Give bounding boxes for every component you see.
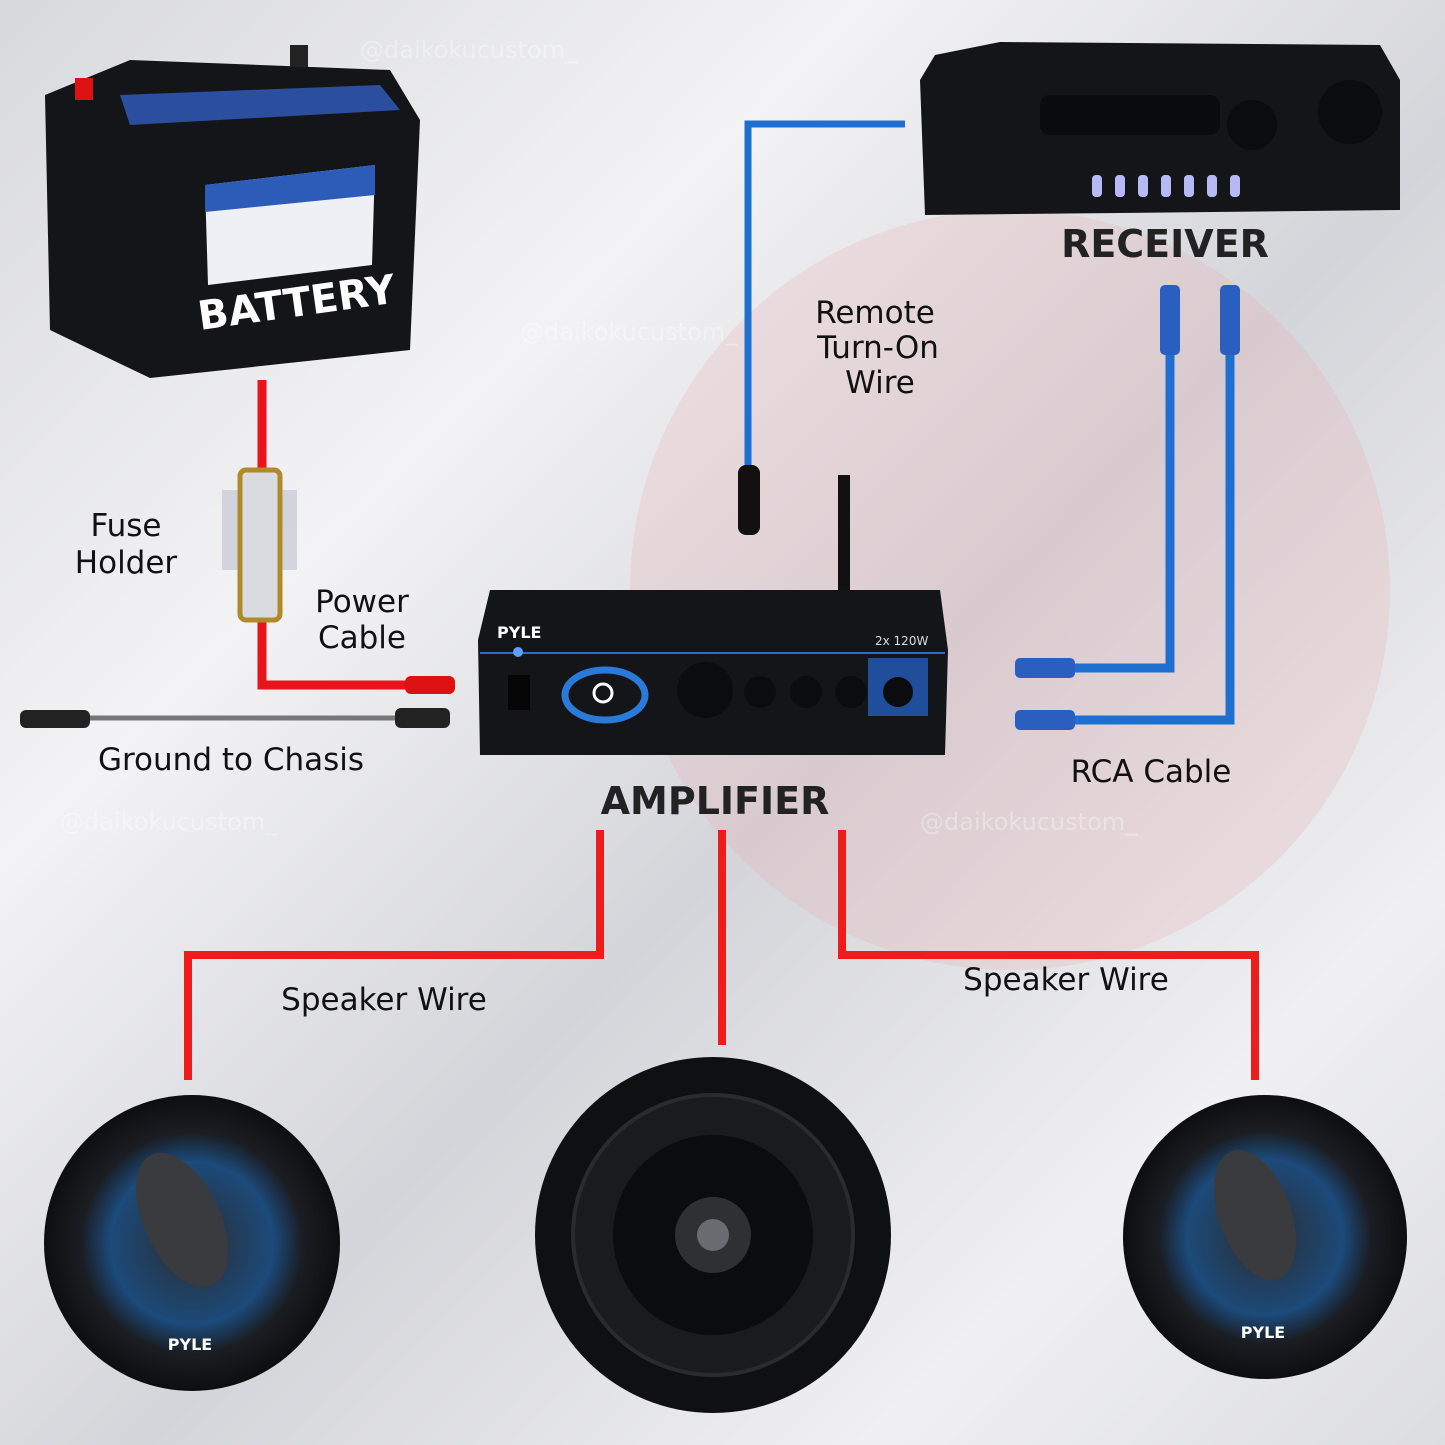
positive-terminal [75,78,93,100]
receiver [920,42,1400,215]
ground-terminal [395,708,450,728]
rca-wire-2 [1040,330,1235,725]
watermark-text: @daikokucustom_ [60,808,278,836]
svg-text:Power: Power [315,584,409,620]
receiver-label: RECEIVER [1061,222,1269,266]
rca-plug [1160,285,1180,355]
ground-label: Ground to Chasis [98,742,364,778]
remote-wire-label: Remote Turn-On Wire [815,295,939,401]
rca-plug [1015,658,1075,678]
watermark-text: @daikokucustom_ [920,808,1138,836]
amplifier-brand: PYLE [497,623,541,642]
rca-wire-1 [1040,330,1175,673]
speaker-left: PYLE [44,1095,340,1391]
svg-text:Wire: Wire [845,365,915,401]
speaker-wire-label-right: Speaker Wire [963,962,1169,998]
speaker-right: PYLE [1123,1095,1407,1379]
speaker-brand: PYLE [168,1335,212,1354]
power-led [513,647,523,657]
watermark-text: @daikokucustom_ [360,36,578,64]
antenna [838,475,850,595]
rca-cable-label: RCA Cable [1071,754,1232,790]
logo-watermark [630,210,1390,970]
speaker-wire-left [184,830,604,1080]
speaker-wire-right [838,830,1259,1080]
remote-connector [738,465,760,535]
speaker-wire-label-left: Speaker Wire [281,982,487,1018]
speaker-center [535,1057,891,1413]
power-cable-label: Power Cable [315,584,409,656]
svg-text:Fuse: Fuse [90,508,161,544]
amplifier: PYLE 2x 120W [478,475,948,755]
watermark-text: @daikokucustom_ [520,318,738,346]
amplifier-label: AMPLIFIER [601,779,830,823]
rca-plug [1015,710,1075,730]
fuse-holder-icon [222,467,297,623]
remote-wire [744,120,905,480]
power-terminal [405,676,455,694]
battery: BATTERY [45,45,420,378]
negative-terminal [290,45,308,67]
amplifier-power-rating: 2x 120W [875,634,928,648]
speaker-brand: PYLE [1241,1323,1285,1342]
svg-text:Remote: Remote [815,295,935,331]
power-switch [508,675,530,710]
svg-text:Cable: Cable [318,620,406,656]
rca-plug [1220,285,1240,355]
svg-text:Turn-On: Turn-On [816,330,939,366]
ground-terminal [20,710,90,728]
fuse-holder-label: Fuse Holder [75,508,178,581]
svg-text:Holder: Holder [75,545,178,581]
